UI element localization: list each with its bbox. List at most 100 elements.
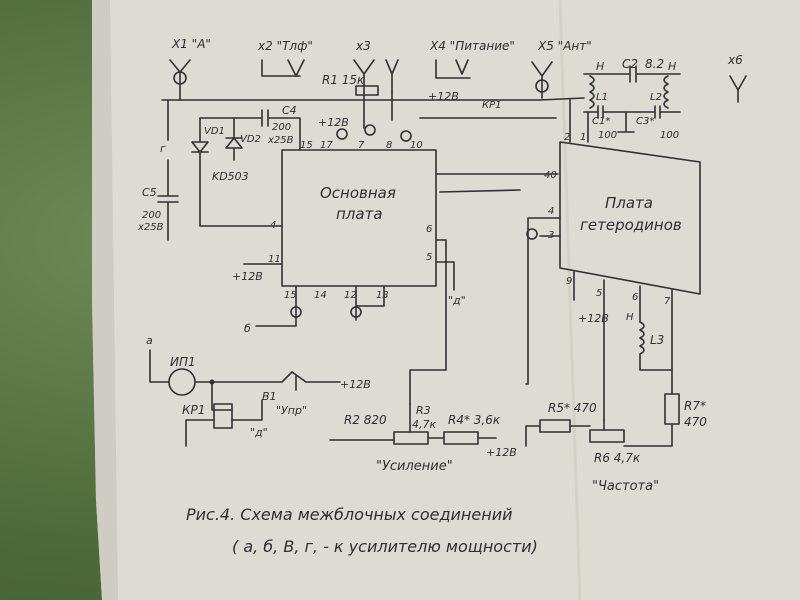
main-pin-top-7: 7 <box>358 140 365 151</box>
top-bus-wire <box>161 97 585 101</box>
vd1-label: VD1 <box>204 126 225 137</box>
connector-x3-symbol <box>353 59 399 93</box>
main-pin-bottom-12: 12 <box>344 290 357 301</box>
freq-label: "Частота" <box>592 479 659 494</box>
connector-x2-label: x2 "Тлф" <box>257 39 313 53</box>
wire-pin6-down <box>409 239 447 405</box>
c1-capacitor <box>583 105 641 119</box>
c2-label: C2 <box>622 57 638 71</box>
het-pin-4: 4 <box>548 206 554 217</box>
c3-value: 100 <box>660 130 679 141</box>
plus12-het-label: +12В <box>578 312 609 325</box>
main-board-label-line1: Основная <box>320 184 396 202</box>
c5-voltage: x25В <box>137 222 164 233</box>
c3-capacitor <box>639 105 681 119</box>
heterodyne-label-line1: Плата <box>605 194 653 212</box>
g-left-label: г <box>160 142 166 155</box>
connector-x6-symbol <box>729 75 747 103</box>
wire-het-left <box>525 217 561 385</box>
c4-value: 200 <box>272 122 291 133</box>
c5-capacitor <box>157 159 179 241</box>
paper-fold-shadow <box>92 0 118 600</box>
main-pin-top-17-connector <box>336 128 348 140</box>
b1-label: В1 <box>262 390 277 403</box>
c2-mark-left: Н <box>596 60 604 73</box>
kd503-label: KD503 <box>212 170 249 183</box>
main-pin-bottom-14: 14 <box>314 290 327 301</box>
c2-value: 8.2 <box>645 57 664 71</box>
r7-value: 470 <box>684 415 707 429</box>
connector-x1-label: X1 "A" <box>171 37 211 51</box>
c3-label: C3* <box>636 116 654 127</box>
c5-value: 200 <box>142 210 161 221</box>
het-pin-6: 6 <box>632 292 638 303</box>
kr1-relay <box>213 403 233 429</box>
gain-label: "Усиление" <box>376 459 453 474</box>
wire-ip1-kr1 <box>211 381 233 411</box>
upr-label: "Упр" <box>276 404 307 417</box>
r5-label: R5* 470 <box>548 401 597 415</box>
connector-x1-ring <box>173 71 187 85</box>
ip1-meter <box>168 368 196 396</box>
wire-main-to-hetero <box>435 173 559 193</box>
wire-het-top <box>569 99 589 143</box>
kr1-top-label: КР1 <box>482 100 502 111</box>
d-kr1-label: "д" <box>250 426 268 439</box>
c4-capacitor <box>199 109 301 151</box>
wire-kr1 <box>185 399 263 447</box>
wire-pin5-to-d <box>435 261 455 291</box>
main-pin-bottom-15: 15 <box>284 290 297 301</box>
paper-fold-line <box>558 0 582 600</box>
c4-voltage: x25В <box>267 135 294 146</box>
caption-line2: ( а, б, В, г, - к усилителю мощности) <box>232 537 538 556</box>
connector-x5-ring <box>535 79 549 93</box>
a-ip-label: а <box>146 334 153 347</box>
connector-x5-label: X5 "Ант" <box>537 39 592 53</box>
wire-ip1 <box>149 349 293 383</box>
het-pin-7: 7 <box>664 296 671 307</box>
caption-line1: Рис.4. Схема межблочных соединений <box>186 505 513 524</box>
pin15-connector <box>290 306 302 318</box>
main-pin-bottom-13: 13 <box>376 290 389 301</box>
r4-label: R4* 3,6к <box>448 413 501 427</box>
kr1-label: КР1 <box>182 403 205 417</box>
l3-label: L3 <box>650 333 664 347</box>
plus12-top-label: +12В <box>318 116 349 129</box>
wire-pin15-to-b <box>255 285 297 327</box>
heterodyne-board-block <box>559 141 701 295</box>
c1-label: C1* <box>592 116 610 127</box>
l1-label: L1 <box>596 92 608 103</box>
r7-label: R7* <box>684 399 706 413</box>
plus12-b1-label: +12В <box>340 378 371 391</box>
b1-switch <box>291 371 341 391</box>
d-main-label: "д" <box>448 294 466 307</box>
plus12-x4-label: +12В <box>428 90 459 103</box>
main-pin-6: 6 <box>426 224 432 235</box>
r6-resistor <box>589 429 625 443</box>
main-pin-top-17: 17 <box>320 140 333 151</box>
main-pin-top-15: 15 <box>300 140 313 151</box>
lc-ground <box>617 111 635 133</box>
main-pin-11: 11 <box>268 254 281 265</box>
plus12-r4-label: +12В <box>486 446 517 459</box>
r3-label: R3 <box>416 404 431 417</box>
het-pin-2: 2 <box>564 132 570 143</box>
wire-r7-r6 <box>623 423 673 447</box>
wire-x3-to-main <box>363 91 393 129</box>
het-pin-9: 9 <box>566 276 572 287</box>
connector-x4-label: X4 "Питание" <box>429 39 515 53</box>
ip1-label: ИП1 <box>170 355 196 369</box>
main-pin-top-10: 10 <box>410 140 423 151</box>
connector-x6-label: x6 <box>727 53 743 67</box>
c5-label: C5 <box>142 186 157 199</box>
c4-label: C4 <box>282 104 297 117</box>
l2-coil <box>663 75 669 109</box>
wire-r5 <box>525 425 591 447</box>
heterodyne-label-line2: гетеродинов <box>580 216 682 234</box>
r1-resistor <box>355 85 379 96</box>
r1-label: R1 15к <box>322 73 365 87</box>
het-pin-40: 40 <box>544 170 557 181</box>
b-main-label: б <box>244 322 251 335</box>
connector-x4-symbol <box>435 59 471 79</box>
